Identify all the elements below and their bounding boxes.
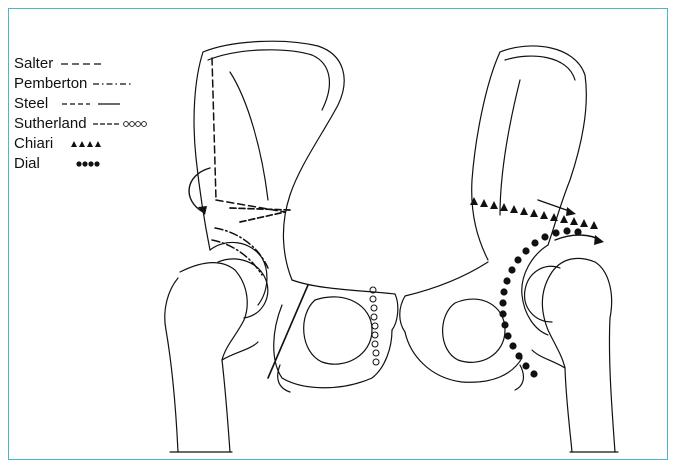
osteotomy-chiari-triangles xyxy=(470,197,598,229)
left-femur xyxy=(165,259,268,452)
left-hemipelvis xyxy=(194,41,398,392)
right-hemipelvis xyxy=(400,46,587,390)
osteotomy-pemberton-line xyxy=(212,228,268,275)
right-lesser-trochanter xyxy=(532,350,565,368)
right-ischial-tuberosity xyxy=(515,365,523,390)
right-iliac-fossa xyxy=(500,80,520,215)
right-iliac-wing-inner xyxy=(505,56,575,80)
right-greater-trochanter xyxy=(595,262,612,318)
chiari-shift-arrowhead xyxy=(566,207,576,216)
right-femoral-head xyxy=(525,266,560,322)
right-acetabular-shift-arrowhead xyxy=(594,235,604,245)
right-femoral-neck xyxy=(542,258,595,368)
osteotomy-salter-line xyxy=(212,58,285,212)
left-iliac-outer-edge xyxy=(194,52,210,250)
left-femoral-head xyxy=(218,259,268,318)
right-ischium xyxy=(405,332,522,382)
right-iliac-medial-edge xyxy=(472,52,500,260)
right-obturator xyxy=(443,299,505,362)
left-lesser-trochanter xyxy=(222,342,258,360)
left-greater-trochanter xyxy=(165,278,178,330)
osteotomy-steel-lines xyxy=(230,208,308,378)
salter-rotation-arrowhead xyxy=(198,206,207,215)
left-pubic-ramus xyxy=(292,280,398,330)
left-femoral-neck xyxy=(180,263,247,360)
left-obturator xyxy=(304,297,372,364)
right-femoral-shaft xyxy=(565,318,615,452)
left-ischium xyxy=(274,305,392,388)
left-femoral-shaft xyxy=(166,330,230,452)
right-femur xyxy=(525,258,618,452)
left-iliac-fossa xyxy=(230,72,268,200)
left-iliac-wing-inner xyxy=(208,50,329,110)
right-acetabular-shift-arrow xyxy=(555,235,600,240)
